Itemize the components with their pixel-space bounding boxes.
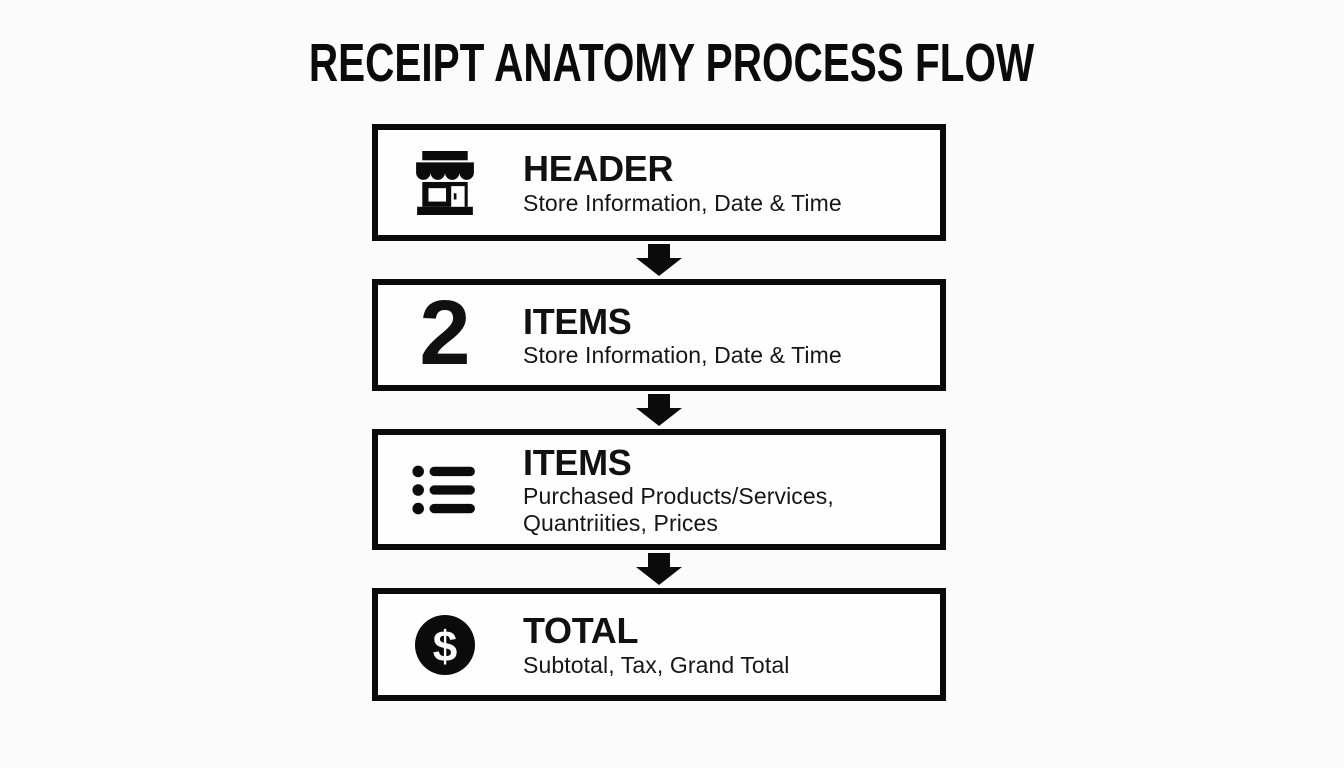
process-flow: HEADER Store Information, Date & Time 2 … [372, 124, 946, 701]
down-arrow-icon [372, 391, 946, 429]
step-text: ITEMS Store Information, Date & Time [512, 301, 842, 369]
page-title-text: RECEIPT ANATOMY PROCESS FLOW [309, 33, 1035, 93]
flow-step-items-list: ITEMS Purchased Products/Services, Quant… [372, 429, 946, 550]
step-title: ITEMS [523, 300, 632, 342]
step-subtitle: Store Information, Date & Time [523, 189, 842, 216]
step-title: HEADER [523, 148, 674, 190]
storefront-icon [378, 150, 512, 215]
step-text: ITEMS Purchased Products/Services, Quant… [512, 442, 928, 537]
step-text: TOTAL Subtotal, Tax, Grand Total [512, 610, 789, 678]
step-title: TOTAL [523, 610, 639, 652]
step-subtitle: Subtotal, Tax, Grand Total [523, 651, 790, 678]
dollar-sign-text: $ [433, 622, 457, 671]
down-arrow-icon [372, 241, 946, 279]
step-text: HEADER Store Information, Date & Time [512, 148, 842, 216]
step-title: ITEMS [523, 441, 632, 483]
flow-step-header: HEADER Store Information, Date & Time [372, 124, 946, 241]
page-title: RECEIPT ANATOMY PROCESS FLOW [0, 36, 1344, 90]
step-subtitle: Store Information, Date & Time [523, 342, 842, 369]
flow-step-items-2: 2 ITEMS Store Information, Date & Time [372, 279, 946, 391]
flow-step-total: $ TOTAL Subtotal, Tax, Grand Total [372, 588, 946, 701]
bulleted-list-icon [378, 463, 512, 517]
down-arrow-icon [372, 550, 946, 588]
number-2-text: 2 [419, 282, 471, 384]
step-subtitle: Purchased Products/Services, Quantriitie… [523, 483, 834, 537]
number-2-badge: 2 [378, 282, 512, 384]
dollar-coin-icon: $ [378, 614, 512, 676]
